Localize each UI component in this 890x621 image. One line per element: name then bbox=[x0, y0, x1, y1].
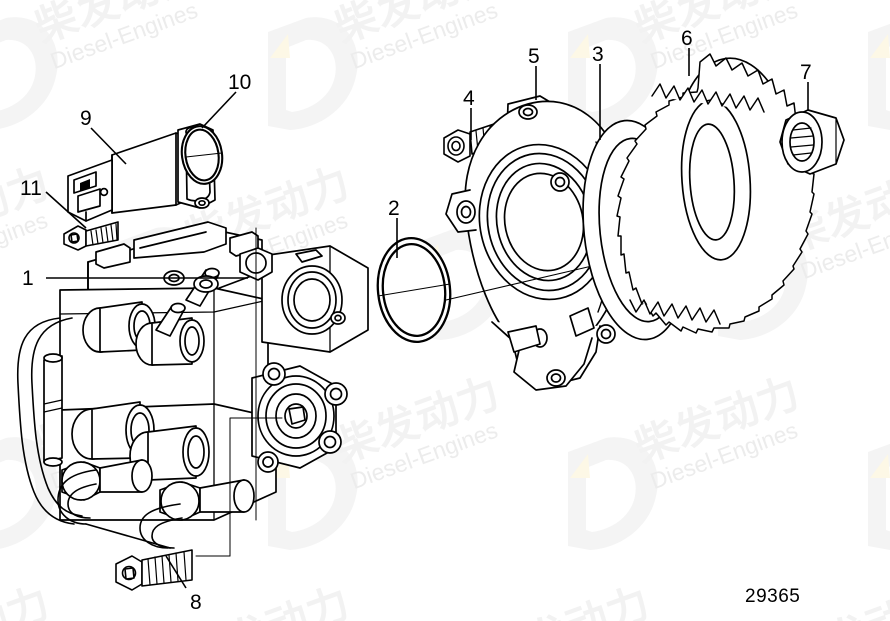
callout-label-8: 8 bbox=[190, 591, 202, 614]
part-6-drive-gear bbox=[582, 53, 815, 341]
part-10-o-ring-small bbox=[180, 125, 224, 185]
callout-label-1: 1 bbox=[22, 267, 34, 290]
callout-label-3: 3 bbox=[592, 43, 604, 66]
callout-label-4: 4 bbox=[463, 87, 475, 110]
figure-number: 29365 bbox=[745, 586, 801, 607]
callout-label-11: 11 bbox=[20, 177, 42, 200]
callout-label-10: 10 bbox=[228, 71, 252, 94]
callout-label-6: 6 bbox=[681, 27, 693, 50]
part-11-cap-screw-short bbox=[63, 221, 119, 251]
callout-label-2: 2 bbox=[388, 197, 400, 220]
callout-label-7: 7 bbox=[800, 61, 812, 84]
callout-label-5: 5 bbox=[528, 45, 540, 68]
part-1-injection-pump bbox=[16, 221, 369, 549]
assembly-reference-lines bbox=[195, 227, 283, 557]
part-7-hex-nut bbox=[779, 109, 845, 175]
part-8-cap-screw bbox=[115, 549, 193, 591]
callout-label-9: 9 bbox=[80, 107, 92, 130]
part-3-timing-gear-housing bbox=[445, 100, 653, 391]
part-2-o-ring-large bbox=[376, 236, 452, 344]
